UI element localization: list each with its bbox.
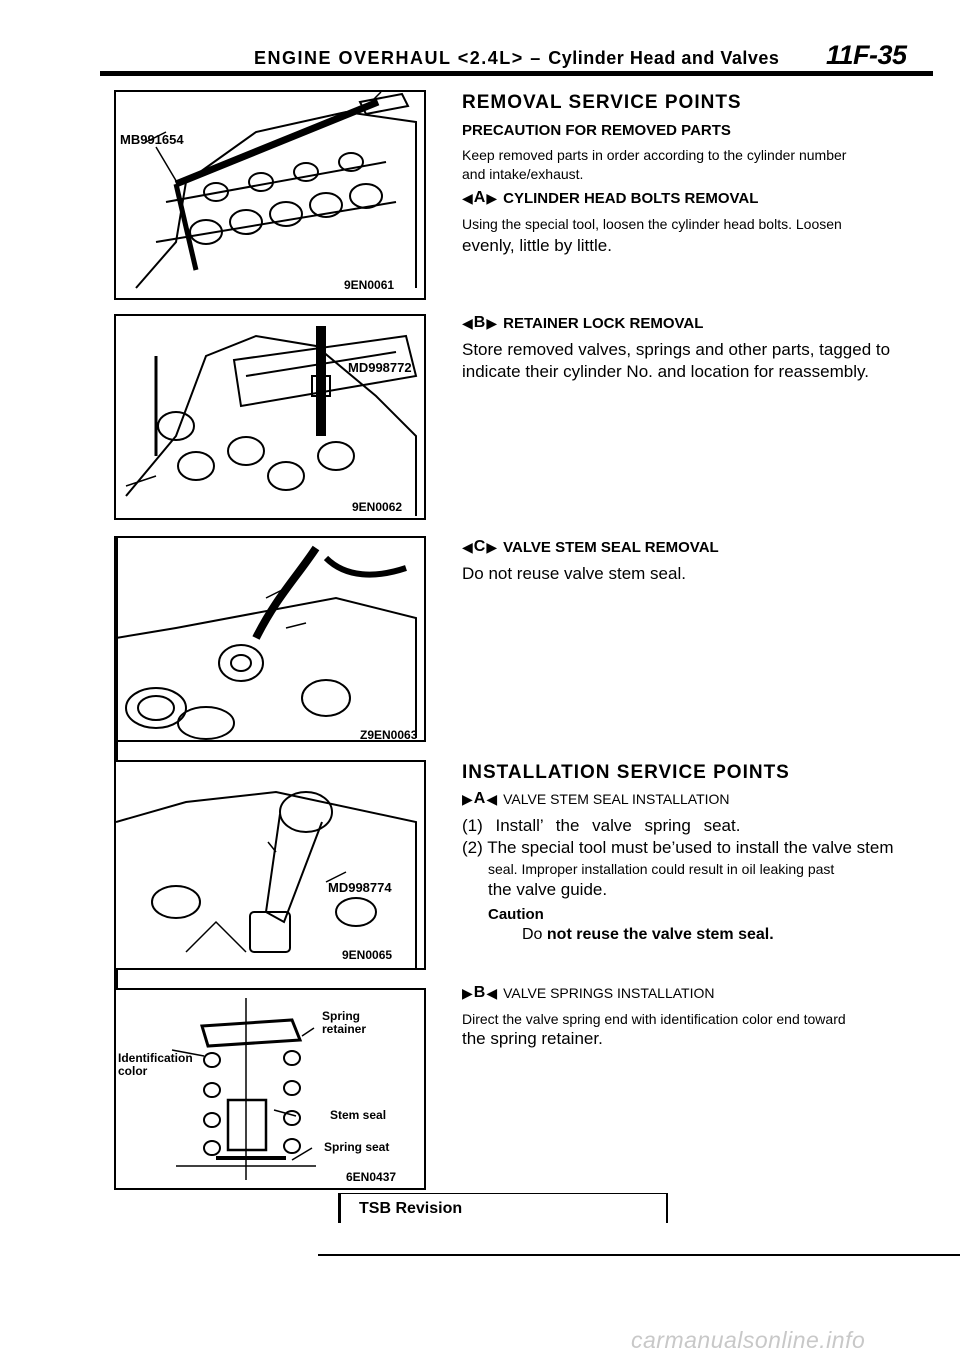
- removal-heading: REMOVAL SERVICE POINTS: [462, 92, 742, 113]
- marker-left-triangle-icon: ◀: [462, 189, 473, 206]
- marker-right-triangle-icon: ▶: [462, 790, 473, 807]
- figure-5-illustration: [171, 998, 316, 1180]
- install-a-step-1: (1) Install’ the valve spring seat.: [462, 816, 741, 835]
- header-title-spec: <2.4L> –: [457, 48, 542, 68]
- installation-heading: INSTALLATION SERVICE POINTS: [462, 762, 790, 783]
- header-title-sub: Cylinder Head and Valves: [548, 48, 780, 68]
- section-b-title: RETAINER LOCK REMOVAL: [503, 314, 704, 332]
- marker-left-triangle-icon: ◀: [462, 314, 473, 331]
- figure-valve-stem-seal-installation: MD998774 9EN0065: [114, 760, 426, 970]
- section-c-title: VALVE STEM SEAL REMOVAL: [503, 538, 719, 556]
- page-number: 11F-35: [826, 40, 907, 70]
- marker-right-triangle-icon: ▶: [486, 314, 498, 331]
- header-rule: [100, 71, 933, 76]
- marker-left-triangle-icon: ◀: [486, 984, 498, 1001]
- caution-text-body: not reuse the valve stem seal.: [546, 926, 774, 943]
- marker-removal-b: ◀B▶: [462, 314, 497, 332]
- caution-text-prefix: Do: [522, 926, 543, 943]
- figure-4-code: 9EN0065: [342, 948, 393, 962]
- marker-right-triangle-icon: ▶: [462, 984, 473, 1001]
- section-b-line-2: indicate their cylinder No. and location…: [462, 362, 869, 381]
- section-a-title: CYLINDER HEAD BOLTS REMOVAL: [503, 189, 759, 207]
- marker-letter: B: [473, 984, 486, 1001]
- section-c-line-1: Do not reuse valve stem seal.: [462, 564, 686, 583]
- figure-1-label: MB991654: [120, 132, 184, 147]
- marker-letter: A: [473, 189, 486, 206]
- marker-right-triangle-icon: ▶: [486, 538, 498, 555]
- figure-1-code: 9EN0061: [344, 278, 395, 292]
- install-b-line-1: Direct the valve spring end with identif…: [462, 1011, 846, 1027]
- precaution-heading: PRECAUTION FOR REMOVED PARTS: [462, 122, 731, 139]
- figure-4-illustration: [116, 790, 417, 968]
- install-a-step-2-cont-2: the valve guide.: [488, 880, 608, 899]
- marker-removal-a: ◀A▶: [462, 189, 497, 207]
- section-b-removal: ◀B▶ RETAINER LOCK REMOVAL: [462, 314, 703, 332]
- figure-5-code: 6EN0437: [346, 1170, 397, 1184]
- marker-letter: A: [473, 790, 486, 807]
- tsb-revision-box: TSB Revision: [338, 1193, 668, 1223]
- marker-install-a: ▶A◀: [462, 790, 497, 808]
- section-a-line-2: evenly, little by little.: [462, 236, 612, 255]
- section-a-removal: ◀A▶ CYLINDER HEAD BOLTS REMOVAL: [462, 189, 758, 207]
- figure-3-code: Z9EN0063: [360, 728, 418, 742]
- page-header: ENGINE OVERHAUL <2.4L> – Cylinder Head a…: [0, 0, 960, 80]
- marker-install-b: ▶B◀: [462, 984, 497, 1002]
- precaution-line-2: and intake/exhaust.: [462, 166, 584, 182]
- install-a-title: VALVE STEM SEAL INSTALLATION: [503, 791, 730, 807]
- marker-letter: C: [473, 538, 486, 555]
- figure-valve-spring: Spring retainer Identification color Ste…: [114, 988, 426, 1190]
- marker-removal-c: ◀C▶: [462, 538, 497, 556]
- figure-5-label-stem-seal: Stem seal: [330, 1108, 387, 1122]
- figure-retainer-lock: MD998772 9EN0062: [114, 314, 426, 520]
- figure-cylinder-head-bolts: MB991654 9EN0061: [114, 90, 426, 300]
- figure-5-label-spring-retainer: Spring retainer: [322, 1009, 367, 1036]
- watermark: carmanualsonline.info: [631, 1327, 866, 1353]
- marker-right-triangle-icon: ▶: [486, 189, 498, 206]
- install-a-step-2: (2) The special tool must be’used to ins…: [462, 838, 894, 857]
- header-title-main: ENGINE OVERHAUL: [254, 48, 452, 68]
- marker-letter: B: [473, 314, 486, 331]
- figure-2-code: 9EN0062: [352, 500, 403, 514]
- figure-4-label: MD998774: [328, 880, 392, 895]
- tsb-revision-label: TSB Revision: [359, 1200, 463, 1217]
- caution-label: Caution: [488, 906, 544, 923]
- figure-5-label-identification-color: Identification color: [118, 1051, 193, 1078]
- install-a-step-2-cont: seal. Improper installation could result…: [488, 861, 835, 877]
- figure-2-label: MD998772: [348, 360, 412, 375]
- section-a-line-1: Using the special tool, loosen the cylin…: [462, 216, 842, 232]
- section-a-installation: ▶A◀ VALVE STEM SEAL INSTALLATION: [462, 790, 730, 808]
- figure-3-illustration: [116, 545, 417, 740]
- figure-valve-stem-seal-removal: Z9EN0063: [114, 536, 426, 742]
- section-c-removal: ◀C▶ VALVE STEM SEAL REMOVAL: [462, 538, 719, 556]
- header-title: ENGINE OVERHAUL <2.4L> – Cylinder Head a…: [254, 48, 779, 69]
- figure-1-illustration: [135, 92, 417, 289]
- section-b-installation: ▶B◀ VALVE SPRINGS INSTALLATION: [462, 984, 714, 1002]
- install-b-line-2: the spring retainer.: [462, 1029, 603, 1048]
- install-b-title: VALVE SPRINGS INSTALLATION: [503, 985, 715, 1001]
- marker-left-triangle-icon: ◀: [462, 538, 473, 555]
- section-b-line-1: Store removed valves, springs and other …: [462, 340, 891, 359]
- marker-left-triangle-icon: ◀: [486, 790, 498, 807]
- caution-text: Do not reuse the valve stem seal.: [522, 926, 774, 944]
- precaution-line-1: Keep removed parts in order according to…: [462, 147, 847, 163]
- figure-5-label-spring-seat: Spring seat: [324, 1140, 390, 1154]
- footer-rule: [318, 1254, 960, 1256]
- figure-2-illustration: [125, 326, 418, 516]
